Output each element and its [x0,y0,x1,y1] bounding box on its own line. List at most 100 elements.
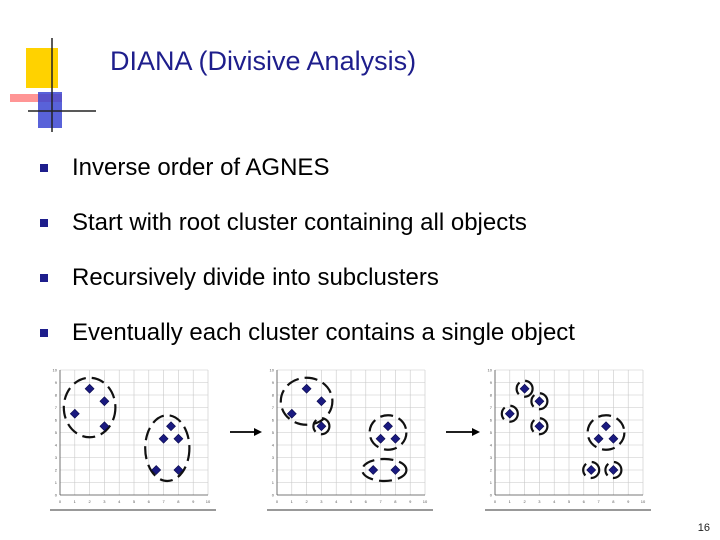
y-tick-label: 0 [55,493,58,498]
bullet-square-icon [40,218,48,227]
y-tick-label: 9 [55,380,58,385]
cluster-outline [582,460,601,480]
data-point [390,465,401,475]
slide-title: DIANA (Divisive Analysis) [110,46,417,76]
x-tick-label: 3 [538,499,541,504]
x-tick-label: 5 [350,499,353,504]
data-point [375,433,386,444]
cluster-outline [279,376,334,426]
bullet-item: Start with root cluster containing all o… [38,195,575,250]
y-tick-label: 2 [272,468,275,473]
y-tick-label: 1 [55,480,58,485]
y-tick-label: 5 [55,430,58,435]
y-tick-label: 10 [53,368,58,373]
data-point [504,408,515,419]
x-tick-label: 4 [553,499,556,504]
y-tick-label: 1 [272,480,275,485]
y-tick-label: 8 [55,393,58,398]
logo-red-bar [10,94,62,102]
x-tick-label: 8 [612,499,615,504]
data-point [151,465,162,475]
data-point [99,421,110,432]
y-tick-label: 7 [272,405,275,410]
x-tick-label: 10 [641,499,646,504]
bullet-text: Inverse order of AGNES [72,153,330,181]
bullet-square-icon [40,163,48,172]
y-tick-label: 10 [488,368,493,373]
y-tick-label: 5 [490,430,493,435]
data-point [99,396,110,407]
data-point [166,421,176,432]
x-tick-label: 6 [583,499,586,504]
page-number: 16 [697,522,710,534]
data-point [316,421,327,432]
bullet-item: Inverse order of AGNES [38,140,575,195]
data-point [158,433,169,444]
x-tick-label: 5 [133,499,136,504]
y-tick-label: 7 [55,405,58,410]
cluster-outline [368,414,408,451]
x-tick-label: 7 [162,499,165,504]
bullet-text: Start with root cluster containing all o… [72,208,527,236]
y-tick-label: 4 [55,443,58,448]
x-tick-label: 0 [276,499,279,504]
y-tick-label: 0 [272,493,275,498]
x-tick-label: 7 [379,499,382,504]
bullet-text: Eventually each cluster contains a singl… [72,318,575,346]
x-tick-label: 6 [365,499,368,504]
data-point [390,433,401,444]
y-tick-label: 3 [490,455,493,460]
y-tick-label: 6 [55,418,58,423]
x-tick-label: 0 [494,499,497,504]
logo-yellow-square [26,48,58,88]
y-tick-label: 2 [55,468,58,473]
step-arrow-head [254,428,262,436]
cluster-outline [62,376,117,439]
cluster-outline [361,457,408,483]
cluster-outline [312,417,331,436]
data-point [608,465,619,475]
slide-logo [10,38,96,132]
bullet-list: Inverse order of AGNES Start with root c… [38,140,575,360]
x-tick-label: 1 [74,499,77,504]
cluster-outline [144,414,191,483]
data-point [316,396,327,407]
x-tick-label: 3 [103,499,106,504]
bullet-square-icon [40,328,48,337]
y-tick-label: 3 [272,455,275,460]
x-tick-label: 6 [148,499,151,504]
x-tick-label: 9 [409,499,412,504]
data-point [608,433,619,444]
x-tick-label: 0 [59,499,62,504]
cluster-outline [515,379,534,398]
data-point [368,465,379,475]
y-tick-label: 3 [55,455,58,460]
x-tick-label: 1 [291,499,294,504]
x-tick-label: 4 [118,499,121,504]
x-tick-label: 8 [177,499,180,504]
cluster-outline [530,392,549,411]
bullet-text: Recursively divide into subclusters [72,263,439,291]
data-point [586,465,597,475]
x-tick-label: 10 [423,499,428,504]
y-tick-label: 8 [272,393,275,398]
y-tick-label: 8 [490,393,493,398]
data-point [84,383,95,394]
data-point [601,421,611,432]
y-tick-label: 9 [490,380,493,385]
x-tick-label: 9 [627,499,630,504]
y-tick-label: 6 [272,418,275,423]
data-point [286,408,297,419]
diana-cluster-figure: 0011223344556677889910100011223344556677… [50,368,651,511]
logo-blue-square [38,92,62,128]
y-tick-label: 2 [490,468,493,473]
data-point [173,465,184,475]
bullet-item: Eventually each cluster contains a singl… [38,305,575,360]
x-tick-label: 4 [335,499,338,504]
data-point [534,421,545,432]
x-tick-label: 7 [597,499,600,504]
y-tick-label: 6 [490,418,493,423]
y-tick-label: 9 [272,380,275,385]
cluster-outline [500,404,519,423]
data-point [69,408,80,419]
